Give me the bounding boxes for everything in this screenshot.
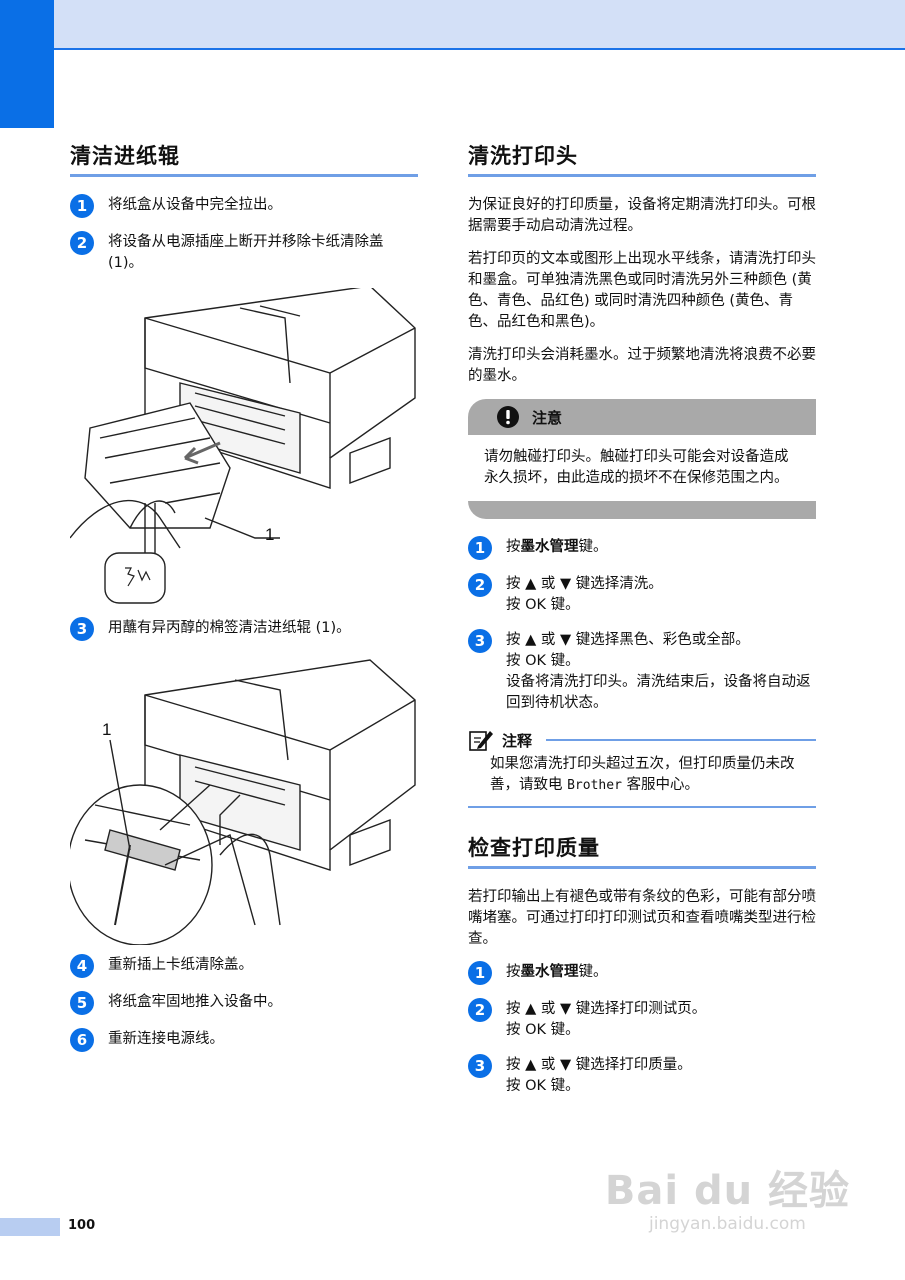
caution-text: 请勿触碰打印头。触碰打印头可能会对设备造成永久损坏，由此造成的损坏不在保修范围之… — [484, 449, 789, 486]
key-name: 墨水管理 — [520, 539, 579, 555]
step-number: 3 — [468, 1054, 492, 1078]
page-number: 100 — [68, 1218, 96, 1233]
section-title-check-quality: 检查打印质量 — [468, 832, 816, 869]
step-1: 1 按墨水管理键。 — [468, 536, 816, 560]
left-column: 清洁进纸辊 1 将纸盒从设备中完全拉出。 2 将设备从电源插座上断开并移除卡纸清… — [70, 140, 418, 1066]
text: 或 — [691, 632, 707, 648]
step-5: 5 将纸盒牢固地推入设备中。 — [70, 991, 418, 1015]
step-text: 将纸盒从设备中完全拉出。 — [108, 197, 282, 213]
text: 按 ▲ 或 ▼ 键选择 — [506, 1001, 620, 1017]
illustration-clean-roller: 1 — [70, 659, 416, 945]
caution-label: 注意 — [532, 408, 563, 427]
caution-header: 注意 — [468, 399, 816, 435]
warning-icon — [497, 406, 519, 428]
watermark-url: jingyan.baidu.com — [648, 1214, 806, 1234]
note-header: 注释 — [468, 728, 816, 752]
step-number: 3 — [468, 629, 492, 653]
text: 按 OK 键。 — [506, 1078, 580, 1094]
paragraph: 清洗打印头会消耗墨水。过于频繁地清洗将浪费不必要的墨水。 — [468, 347, 816, 384]
text: 按 OK 键。 — [506, 1022, 580, 1038]
text: 键。 — [578, 539, 608, 555]
step-number: 1 — [70, 194, 94, 218]
text: 。 — [691, 1001, 707, 1017]
note-rule — [546, 739, 816, 741]
menu-option: 清洗 — [619, 576, 649, 592]
section-title-clean-printhead: 清洗打印头 — [468, 140, 816, 177]
step-number: 6 — [70, 1028, 94, 1052]
paragraph: 若打印页的文本或图形上出现水平线条，请清洗打印头和墨盒。可单独清洗黑色或同时清洗… — [468, 251, 816, 330]
text: 按 — [506, 964, 521, 980]
menu-option: 打印测试页 — [619, 1001, 692, 1017]
illustration-remove-jam-cover: 1 — [70, 288, 416, 604]
brand-name: Brother — [567, 778, 622, 793]
text: 。 — [677, 1057, 692, 1073]
step-text: 重新连接电源线。 — [108, 1031, 224, 1047]
paragraph: 为保证良好的打印质量，设备将定期清洗打印头。可根据需要手动启动清洗过程。 — [468, 197, 816, 234]
step-number: 3 — [70, 617, 94, 641]
header-band — [0, 0, 905, 50]
step-4: 4 重新插上卡纸清除盖。 — [70, 954, 418, 978]
step-text: 用蘸有异丙醇的棉签清洁进纸辊 (1)。 — [108, 620, 351, 636]
caution-footer — [468, 501, 816, 519]
step-text: 按墨水管理键。 — [506, 537, 608, 558]
watermark-brand: Bai du 经验 — [604, 1168, 850, 1214]
step-text: 将纸盒牢固地推入设备中。 — [108, 994, 282, 1010]
text: 按 — [506, 539, 521, 555]
text: 。 — [648, 576, 663, 592]
menu-option: 黑色 — [619, 632, 649, 648]
callout-label: 1 — [265, 525, 274, 544]
text: 键。 — [578, 964, 608, 980]
step-2: 2 将设备从电源插座上断开并移除卡纸清除盖 (1)。 — [70, 231, 418, 274]
text: 按 ▲ 或 ▼ 键选择 — [506, 576, 620, 592]
note-pencil-icon — [469, 731, 493, 751]
menu-option: 彩色 — [662, 632, 692, 648]
page-number-strip — [0, 1218, 60, 1236]
text: 按 OK 键。 — [506, 597, 580, 613]
step-text: 按 ▲ 或 ▼ 键选择黑色、彩色或全部。按 OK 键。设备将清洗打印头。清洗结束… — [506, 630, 816, 714]
text: 客服中心。 — [621, 777, 700, 793]
step-number: 2 — [468, 573, 492, 597]
paragraph: 若打印输出上有褪色或带有条纹的色彩，可能有部分喷嘴堵塞。可通过打印打印测试页和查… — [468, 889, 816, 947]
watermark: Bai du 经验 jingyan.baidu.com — [605, 1158, 850, 1234]
chapter-tab — [0, 0, 54, 128]
note-text: 如果您清洗打印头超过五次，但打印质量仍未改善，请致电 Brother 客服中心。 — [468, 752, 816, 808]
step-number: 5 — [70, 991, 94, 1015]
step-text: 按 ▲ 或 ▼ 键选择清洗。按 OK 键。 — [506, 574, 663, 616]
text: 按 OK 键。 — [506, 653, 580, 669]
menu-option: 打印质量 — [619, 1057, 678, 1073]
text: 。 — [735, 632, 750, 648]
step-text: 将设备从电源插座上断开并移除卡纸清除盖 (1)。 — [108, 234, 384, 271]
step-text: 按 ▲ 或 ▼ 键选择打印测试页。按 OK 键。 — [506, 999, 706, 1041]
text: 按 ▲ 或 ▼ 键选择 — [506, 1057, 620, 1073]
step-3: 3 用蘸有异丙醇的棉签清洁进纸辊 (1)。 — [70, 617, 418, 641]
section-title-clean-rollers: 清洁进纸辊 — [70, 140, 418, 177]
key-name: 墨水管理 — [520, 964, 579, 980]
step-number: 4 — [70, 954, 94, 978]
step-3: 3 按 ▲ 或 ▼ 键选择打印质量。按 OK 键。 — [468, 1054, 816, 1097]
step-number: 1 — [468, 961, 492, 985]
right-column: 清洗打印头 为保证良好的打印质量，设备将定期清洗打印头。可根据需要手动启动清洗过… — [468, 140, 816, 1111]
menu-option: 全部 — [706, 632, 736, 648]
step-6: 6 重新连接电源线。 — [70, 1028, 418, 1052]
step-text: 按墨水管理键。 — [506, 962, 608, 983]
step-number: 2 — [70, 231, 94, 255]
callout-label: 1 — [102, 720, 111, 739]
step-2: 2 按 ▲ 或 ▼ 键选择清洗。按 OK 键。 — [468, 573, 816, 616]
step-text: 重新插上卡纸清除盖。 — [108, 957, 253, 973]
step-text: 按 ▲ 或 ▼ 键选择打印质量。按 OK 键。 — [506, 1055, 692, 1097]
text: 、 — [648, 632, 663, 648]
step-number: 1 — [468, 536, 492, 560]
step-2: 2 按 ▲ 或 ▼ 键选择打印测试页。按 OK 键。 — [468, 998, 816, 1041]
step-1: 1 按墨水管理键。 — [468, 961, 816, 985]
text: 设备将清洗打印头。清洗结束后，设备将自动返回到待机状态。 — [506, 674, 811, 711]
step-number: 2 — [468, 998, 492, 1022]
note-label: 注释 — [502, 731, 533, 750]
text: 如果您清洗打印头超过五次，但打印质量仍未改善，请致电 — [490, 756, 795, 793]
step-1: 1 将纸盒从设备中完全拉出。 — [70, 194, 418, 218]
step-3: 3 按 ▲ 或 ▼ 键选择黑色、彩色或全部。按 OK 键。设备将清洗打印头。清洗… — [468, 629, 816, 714]
text: 按 ▲ 或 ▼ 键选择 — [506, 632, 620, 648]
